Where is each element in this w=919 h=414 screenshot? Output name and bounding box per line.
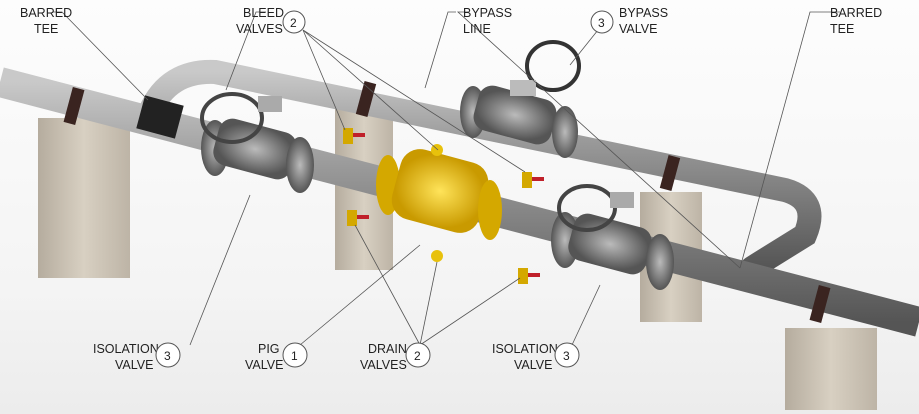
svg-text:BARRED: BARRED — [830, 6, 882, 20]
callout-pig-valve: PIG VALVE 1 — [245, 342, 308, 372]
svg-text:2: 2 — [414, 349, 421, 363]
pig-valve — [376, 144, 502, 262]
callout-number-badge — [282, 10, 306, 34]
bleed-drain-valves — [343, 128, 544, 284]
svg-text:VALVES: VALVES — [236, 22, 283, 36]
callout-number-badge — [554, 342, 580, 368]
isolation-valve-left — [200, 92, 314, 193]
svg-text:BYPASS: BYPASS — [463, 6, 512, 20]
callout-number-badge — [405, 342, 431, 368]
svg-text:BYPASS: BYPASS — [619, 6, 668, 20]
callout-bleed-valves: BLEED VALVES 2 — [236, 6, 306, 36]
callout-bypass-valve: 3 BYPASS VALVE — [590, 6, 668, 36]
svg-text:TEE: TEE — [830, 22, 854, 36]
callout-isolation-valve-right: ISOLATION VALVE 3 — [492, 342, 580, 372]
bypass-valve — [460, 40, 581, 158]
svg-text:BARRED: BARRED — [20, 6, 72, 20]
svg-text:DRAIN: DRAIN — [368, 342, 407, 356]
svg-text:PIG: PIG — [258, 342, 280, 356]
svg-text:3: 3 — [563, 349, 570, 363]
barred-tee-left-opening — [136, 95, 184, 139]
svg-text:VALVE: VALVE — [619, 22, 657, 36]
handwheel-icon — [200, 92, 264, 144]
callout-barred-tee-right: BARRED TEE — [830, 6, 882, 36]
isolation-valve-right — [551, 184, 674, 290]
svg-text:VALVE: VALVE — [514, 358, 552, 372]
pipe-clamps — [63, 81, 831, 323]
svg-text:3: 3 — [598, 16, 605, 30]
svg-text:VALVES: VALVES — [360, 358, 407, 372]
svg-text:ISOLATION: ISOLATION — [93, 342, 159, 356]
callout-drain-valves: DRAIN VALVES 2 — [360, 342, 431, 372]
callout-number-badge — [282, 342, 308, 368]
svg-text:BLEED: BLEED — [243, 6, 284, 20]
callout-isolation-valve-left: ISOLATION VALVE 3 — [93, 342, 181, 372]
svg-text:ISOLATION: ISOLATION — [492, 342, 558, 356]
svg-text:TEE: TEE — [34, 22, 58, 36]
support-block — [785, 328, 877, 410]
handwheel-icon — [525, 40, 581, 92]
leader-lines — [53, 11, 840, 346]
svg-text:3: 3 — [164, 349, 171, 363]
callout-number-badge — [590, 10, 614, 34]
svg-text:1: 1 — [291, 349, 298, 363]
callout-barred-tee-left: BARRED TEE — [20, 6, 72, 36]
svg-text:VALVE: VALVE — [115, 358, 153, 372]
callout-number-badge — [155, 342, 181, 368]
support-block — [38, 118, 130, 278]
svg-text:LINE: LINE — [463, 22, 491, 36]
callout-bypass-line: BYPASS LINE — [463, 6, 512, 36]
svg-text:2: 2 — [290, 16, 297, 30]
svg-text:VALVE: VALVE — [245, 358, 283, 372]
